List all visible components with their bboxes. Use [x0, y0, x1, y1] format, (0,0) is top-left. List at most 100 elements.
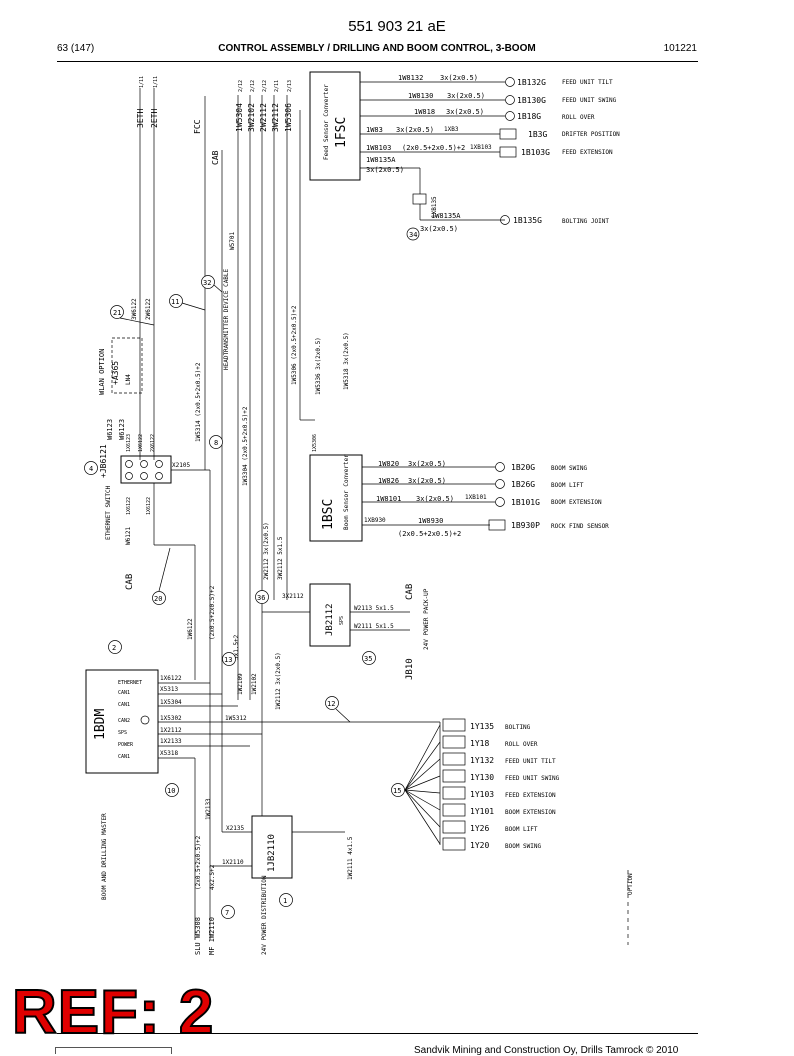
bdm-cable-spec: (2x0.5+2x0.5)+2: [209, 585, 216, 640]
footer-company: Sandvik Mining and Construction Oy, Dril…: [414, 1045, 679, 1056]
jb2110-spec2: 4x2.5+2: [209, 864, 216, 890]
bolt-spec: 3x(2x0.5): [366, 166, 404, 174]
jb2110-in2: MF 1W2110: [208, 917, 216, 955]
spec-w3304: 1W3304 (2x0.5+2x0.5)+2: [242, 406, 249, 486]
fsc-module: 1FSC Feed Sensor Converter: [309, 71, 361, 181]
bsc-out-3-desc: BOOM EXTENSION: [551, 499, 602, 506]
jb2110-cable: 1W2111 4x1.5: [347, 836, 354, 880]
bsc-out-2-device: 1B26G: [511, 480, 535, 489]
page-title: CONTROL ASSEMBLY / DRILLING AND BOOM CON…: [218, 43, 536, 54]
fsc-out-5-desc: FEED EXTENSION: [562, 149, 613, 156]
fsc-out-3-spec: 3x(2x0.5): [446, 108, 484, 116]
bus-3w2112: 3W2112: [271, 103, 280, 132]
fsc-out-2-desc: FEED UNIT SWING: [562, 97, 617, 104]
wlan-sub: LN4: [125, 374, 132, 385]
jb2112-sub: SPS: [339, 616, 345, 625]
page-number: 63 (147): [57, 43, 95, 54]
bdm-conn-7: X5318: [160, 750, 178, 757]
bsc-out-3-cable: 1W8101: [376, 495, 401, 503]
bolt-device: 1B135G: [513, 216, 542, 225]
ref-stamp: REF: 2: [11, 978, 215, 1047]
ethernet-switch: +JB6121 ETHERNET SWITCH 1X6123 1X6122 2X…: [84, 275, 223, 700]
switch-cab: CAB: [125, 574, 135, 590]
fsc-out-5-cable: 1W8103: [366, 144, 391, 152]
rock-conn: 1XB930: [364, 517, 386, 524]
valve-7-desc: BOOM LIFT: [505, 826, 538, 833]
bdm-port-3: CAN1: [118, 702, 130, 708]
bdm-w2102: 1W2102: [251, 673, 258, 695]
fsc-out-1-device: 1B132G: [517, 78, 546, 87]
callout-36: 36: [257, 594, 265, 602]
bsc-out-3-conn: 1XB101: [465, 494, 487, 501]
bdm-port-7: CAN1: [118, 754, 130, 760]
bsc-out-2-spec: 3x(2x0.5): [408, 477, 446, 485]
jb2110-conn1: X2135: [226, 825, 244, 832]
fsc-out-5-device: 1B103G: [521, 148, 550, 157]
vertical-bus: [139, 88, 315, 700]
switch-conn-1: 1X6123: [126, 434, 132, 452]
valve-3-desc: FEED UNIT TILT: [505, 758, 556, 765]
bdm-label: BOOM AND DRILLING MASTER: [101, 813, 108, 900]
jb2112-conn: 3X2112: [282, 593, 304, 600]
switch-conn-2: 1X6122: [138, 434, 144, 452]
fsc-out-1-cable: 1W8132: [398, 74, 423, 82]
rock-spec: (2x0.5+2x0.5)+2: [398, 530, 461, 538]
jb2112-out1: W2113 5x1.5: [354, 605, 394, 612]
rock-desc: ROCK FIND SENSOR: [551, 523, 609, 530]
jb2112-cab: CAB: [405, 584, 415, 600]
bdm-w2112: 1W2112 3x(2x0.5): [275, 652, 282, 710]
valve-4-desc: FEED UNIT SWING: [505, 775, 560, 782]
jb2112-jb: JB10: [405, 658, 415, 680]
bdm-w2109: 1W2109: [237, 673, 244, 695]
bsc-out-3-device: 1B101G: [511, 498, 540, 507]
jb2110-conn2: 1X2110: [222, 859, 244, 866]
spec-w2112b: 3W2112 5x1.5: [277, 536, 284, 580]
fsc-out-1-desc: FEED UNIT TILT: [562, 79, 613, 86]
valve-6-id: 1Y101: [470, 807, 494, 816]
valve-6-desc: BOOM EXTENSION: [505, 809, 556, 816]
switch-name: +JB6121: [99, 444, 108, 478]
bdm-port-1: ETHERNET: [118, 680, 142, 686]
header-rule: [57, 61, 698, 62]
bus-3w2112-ref: 2/11: [274, 80, 280, 92]
bsc-module: 1BSC Boom Sensor Converter 1X5306: [309, 434, 363, 542]
fsc-out-4-desc: DRIFTER POSITION: [562, 131, 620, 138]
bsc-name: 1BSC: [321, 499, 336, 530]
switch-w6122: 1X6122: [126, 497, 132, 515]
bus-labels: 3ETH 1/11 2ETH 1/11 FCC 1W5304 2/12 3W21…: [136, 76, 293, 134]
spec-w5336: 1W5336 3x(2x0.5): [315, 337, 322, 395]
jb2112-side: 24V POWER PACK-UP: [423, 588, 430, 650]
jb2112-box: JB2112 SPS 3X2112 W2113 5x1.5 W2111 5x1.…: [255, 583, 430, 680]
bsc-out-2-desc: BOOM LIFT: [551, 482, 584, 489]
spec-w5314: 1W5314 (2x0.5+2x0.5)+2: [195, 362, 202, 442]
fsc-outputs: 1W8132 3x(2x0.5) 1B132G FEED UNIT TILT 1…: [360, 74, 620, 158]
wlan-ext1: 3W6122: [131, 298, 138, 320]
bdm-conn-2: X5313: [160, 686, 178, 693]
rock-cable: 1W8930: [418, 517, 443, 525]
jb2112-name: JB2112: [325, 603, 335, 636]
fsc-out-5-conn: 1XB103: [470, 144, 492, 151]
fsc-out-3-device: 1B18G: [517, 112, 541, 121]
wlan-option: WLAN OPTION +A365 LN4 W6123 W6123 3W6122…: [98, 298, 155, 440]
valve-1-id: 1Y135: [470, 722, 494, 731]
fsc-name: 1FSC: [334, 117, 349, 148]
bus-1w5306: 1W5306: [284, 103, 293, 132]
document-code: 101221: [663, 43, 697, 54]
callout-34: 34: [409, 231, 417, 239]
switch-left-conn: 1X6122: [146, 497, 152, 515]
bdm-module: 1BDM BOOM AND DRILLING MASTER ETHERNET C…: [85, 585, 440, 900]
bolt-cable: 1W8135A: [366, 156, 396, 164]
callout-32: 32: [203, 279, 211, 287]
jb2110-name: 1JB2110: [267, 834, 277, 872]
wlan-ext2: 2W6122: [145, 298, 152, 320]
jb2110-in1: SLU W5308: [194, 917, 202, 955]
switch-label: ETHERNET SWITCH: [105, 485, 112, 540]
callout-11: 11: [171, 298, 179, 306]
bsc-out-1-spec: 3x(2x0.5): [408, 460, 446, 468]
bus-1w5304: 1W5304: [235, 103, 244, 132]
bdm-port-6: POWER: [118, 742, 134, 748]
callout-1: 1: [283, 897, 287, 905]
bsc-out-1-cable: 1W820: [378, 460, 399, 468]
callout-21: 21: [113, 309, 121, 317]
bdm-name: 1BDM: [93, 709, 108, 740]
